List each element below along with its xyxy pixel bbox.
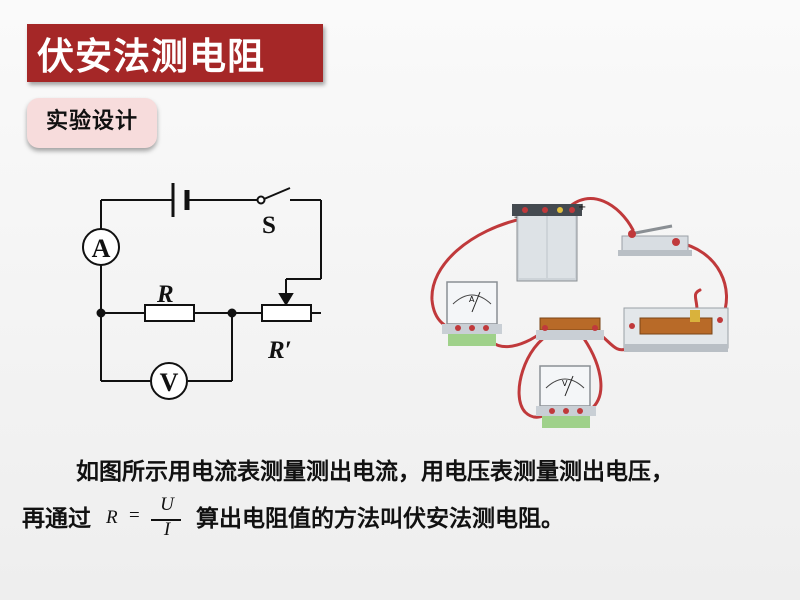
ammeter-label: A: [92, 234, 111, 263]
switch-device: [618, 224, 692, 256]
section-label-text: 实验设计: [45, 109, 138, 134]
section-label: 实验设计: [27, 98, 157, 148]
voltmeter-symbol: [150, 362, 188, 400]
voltmeter-label: V: [160, 368, 179, 397]
photo-voltmeter-label: V: [562, 379, 568, 388]
photo-ammeter-label: A: [469, 295, 475, 304]
voltmeter-device: [536, 365, 596, 428]
description-line-2-suffix: 算出电阻值的方法叫伏安法测电阻。: [196, 506, 564, 532]
resistor-device: [536, 317, 604, 340]
rheostat-arrow: [278, 293, 294, 306]
resistor-label: R: [156, 281, 174, 308]
formula-denominator: I: [163, 519, 171, 540]
switch-blade: [263, 187, 291, 200]
rheostat-label: R′: [267, 337, 292, 364]
battery-plus-label: +: [578, 202, 586, 213]
battery-box: [512, 204, 582, 282]
formula-numerator: U: [160, 494, 174, 515]
page-title: 伏安法测电阻: [37, 35, 265, 78]
circuit-diagram: [82, 183, 322, 400]
description-line-1: 如图所示用电流表测量测出电流，用电压表测量测出电压，: [76, 459, 674, 485]
fraction-bar: [151, 519, 181, 521]
ammeter-symbol: [82, 228, 120, 266]
formula-lhs: R: [106, 507, 118, 528]
description-line-2-prefix: 再通过: [22, 506, 91, 532]
junction-dot: [227, 308, 237, 318]
wire: [578, 331, 603, 412]
junction-dot: [96, 308, 106, 318]
switch-pivot: [256, 195, 266, 205]
resistance-formula: R = U I: [106, 494, 186, 543]
ammeter-device: [442, 281, 502, 346]
switch-label: S: [262, 212, 276, 239]
formula-equals: =: [129, 505, 140, 526]
rheostat-device: [623, 307, 729, 352]
title-banner: 伏安法测电阻: [27, 24, 323, 82]
battery-minus-label: -: [514, 212, 518, 223]
rheostat-r-prime: [261, 304, 312, 322]
wire: [564, 197, 635, 232]
apparatus-photo: - + A: [430, 197, 729, 428]
